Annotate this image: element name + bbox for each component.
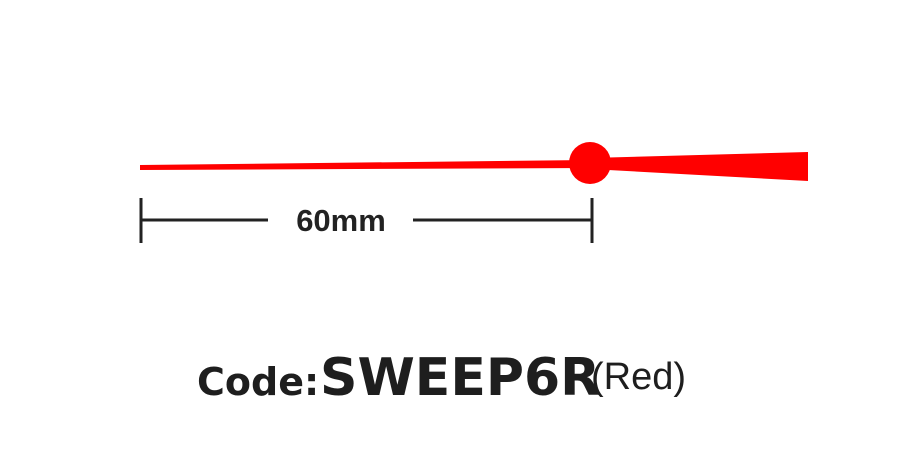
code-color-note: (Red) [591, 356, 686, 398]
clock-hand [140, 142, 808, 184]
product-code: Code: SWEEP6R (Red) [197, 348, 686, 408]
code-prefix: Code: [197, 360, 319, 404]
code-value: SWEEP6R [320, 348, 600, 408]
hand-hub [569, 142, 611, 184]
hand-tail [590, 152, 808, 181]
dimension-label: 60mm [296, 203, 386, 238]
dimension-indicator: 60mm [139, 198, 594, 243]
hand-pointer [140, 160, 590, 170]
